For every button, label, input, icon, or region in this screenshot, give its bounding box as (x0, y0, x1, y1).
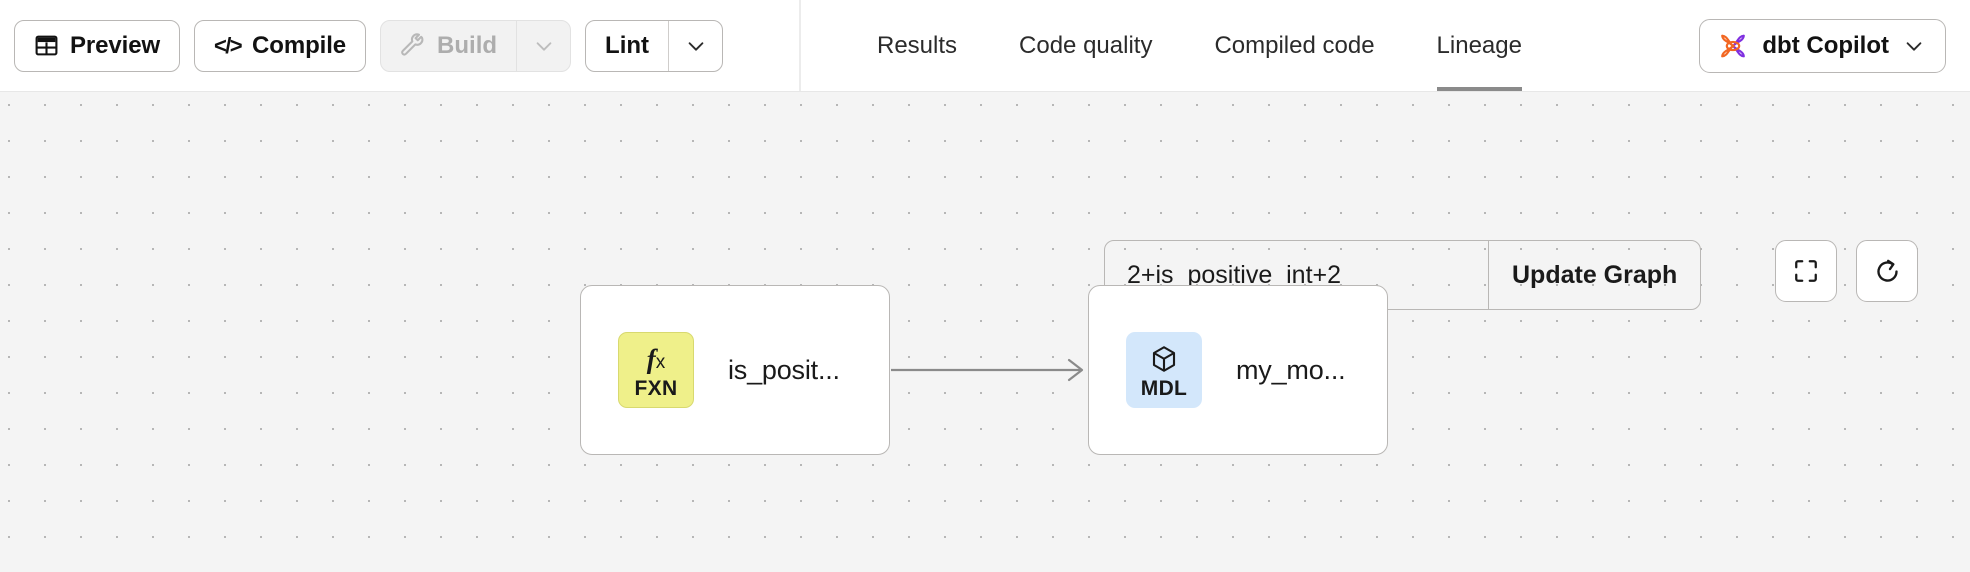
tab-compiled-code-label: Compiled code (1214, 31, 1375, 59)
tab-results-label: Results (877, 31, 958, 59)
tab-code-quality-label: Code quality (1019, 31, 1153, 59)
build-dropdown-toggle (516, 20, 570, 71)
tab-active-underline (1436, 87, 1522, 91)
chevron-down-icon (536, 41, 551, 51)
node-badge-mdl: MDL (1126, 332, 1202, 408)
chevron-down-icon (688, 41, 703, 51)
refresh-icon (1874, 258, 1901, 285)
lint-button-label: Lint (605, 31, 650, 59)
dbt-copilot-label: dbt Copilot (1762, 32, 1889, 59)
build-button: Build (381, 21, 516, 71)
fit-view-button[interactable] (1775, 240, 1837, 302)
node-kind-label: MDL (1140, 377, 1188, 400)
cube-icon (1149, 341, 1179, 377)
preview-button-label: Preview (70, 31, 161, 59)
tab-results[interactable]: Results (846, 0, 988, 91)
tab-bar: Results Code quality Compiled code Linea… (846, 0, 1553, 91)
toolbar-divider (799, 0, 801, 91)
fullscreen-icon (1793, 258, 1819, 284)
tab-lineage[interactable]: Lineage (1406, 0, 1553, 91)
build-button-group: Build (380, 19, 572, 72)
update-graph-button[interactable]: Update Graph (1488, 241, 1700, 309)
node-badge-fxn: fx FXN (618, 332, 694, 408)
function-icon: fx (646, 343, 666, 374)
node-label: my_mo... (1236, 354, 1346, 385)
dbt-copilot-button[interactable]: dbt Copilot (1699, 19, 1946, 73)
lineage-edge-layer (891, 358, 1084, 382)
lint-dropdown-toggle[interactable] (668, 20, 722, 71)
code-icon: </> (214, 32, 243, 58)
wrench-icon (400, 32, 426, 59)
table-icon (34, 33, 59, 58)
dbt-copilot-atom-icon (1718, 31, 1748, 61)
preview-button[interactable]: Preview (14, 19, 181, 72)
node-label: is_posit... (728, 354, 840, 385)
tab-compiled-code[interactable]: Compiled code (1183, 0, 1405, 91)
canvas-action-group (1775, 240, 1918, 302)
chevron-down-icon (1906, 42, 1922, 51)
lint-button[interactable]: Lint (586, 21, 668, 71)
top-toolbar: Preview </> Compile Build (0, 0, 1970, 92)
tab-code-quality[interactable]: Code quality (988, 0, 1183, 91)
compile-button[interactable]: </> Compile (194, 19, 367, 72)
lineage-node-is-positive-int[interactable]: fx FXN is_posit... (580, 285, 890, 455)
node-kind-label: FXN (634, 377, 678, 400)
lineage-node-my-model[interactable]: MDL my_mo... (1088, 285, 1388, 455)
compile-button-label: Compile (252, 31, 347, 59)
lint-button-group: Lint (585, 19, 724, 72)
build-button-label: Build (437, 31, 498, 59)
refresh-graph-button[interactable] (1856, 240, 1918, 302)
action-button-group: Preview </> Compile Build (14, 0, 724, 91)
tab-lineage-label: Lineage (1436, 31, 1522, 59)
lineage-canvas[interactable]: Update Graph (0, 92, 1970, 572)
